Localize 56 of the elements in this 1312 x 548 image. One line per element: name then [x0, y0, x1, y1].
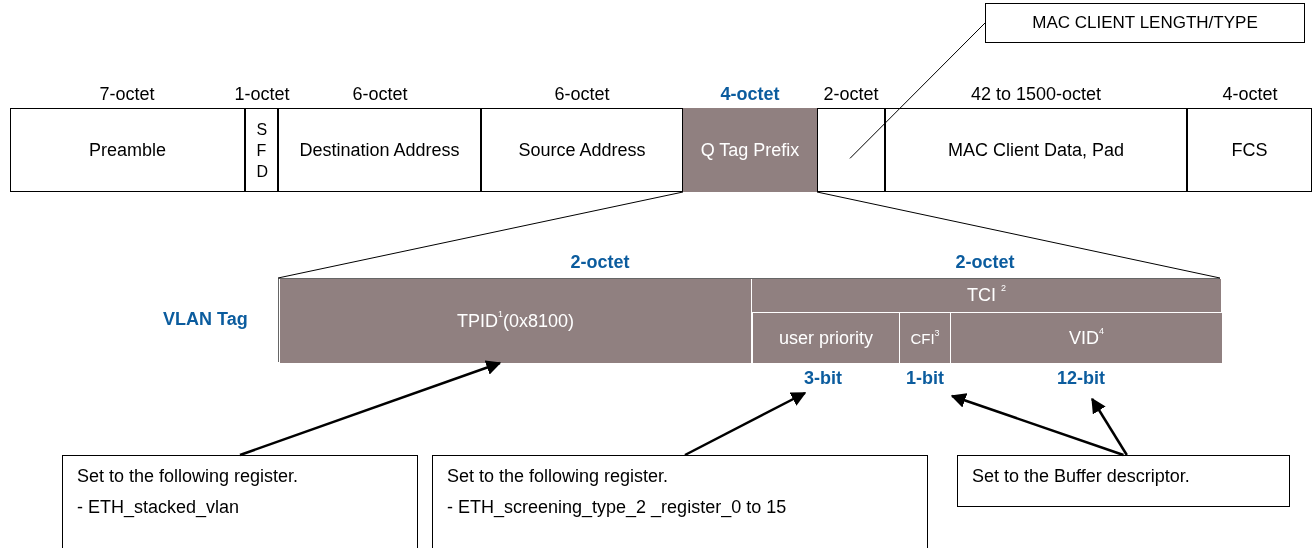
arrow — [1091, 397, 1128, 456]
tag-field — [751, 279, 1221, 363]
callout-box — [985, 3, 1305, 43]
connector-line — [816, 191, 1221, 279]
field-label: Destination Address — [299, 139, 460, 161]
frame-field — [1187, 108, 1312, 192]
tag-field — [899, 312, 950, 363]
note-text: Set to the Buffer descriptor. — [972, 466, 1191, 487]
note-text: Set to the following register. — [447, 466, 670, 487]
size-label: 42 to 1500-octet — [970, 84, 1102, 105]
frame-field — [278, 108, 481, 192]
note-text: - ETH_screening_type_2 _register_0 to 15 — [447, 497, 788, 518]
empty-field — [817, 108, 885, 192]
field-label: user priority — [779, 327, 873, 349]
arrow — [239, 360, 502, 457]
note-text: - ETH_stacked_vlan — [77, 497, 241, 518]
group-heading: VLAN Tag — [163, 309, 248, 330]
size-label: 2-octet — [570, 252, 630, 273]
size-label: 2-octet — [823, 84, 879, 105]
field-label: CFI$^{3}$ — [910, 329, 940, 347]
arrow — [684, 391, 807, 457]
size-label: 12-bit — [1057, 368, 1105, 389]
field-label: MAC CLIENT LENGTH/TYPE — [1032, 13, 1258, 33]
field-label: VID$^{4}$ — [1069, 327, 1104, 349]
field-label: MAC Client Data, Pad — [947, 139, 1125, 161]
size-label: 7-octet — [99, 84, 155, 105]
size-label: 6-octet — [352, 84, 408, 105]
tag-field — [279, 279, 751, 363]
field-label: Source Address — [518, 139, 646, 161]
field-label: Q Tag Prefix — [700, 139, 800, 161]
note-box — [62, 455, 418, 548]
note-box — [432, 455, 928, 548]
tag-field — [683, 108, 817, 192]
size-label: 6-octet — [554, 84, 610, 105]
frame-field — [481, 108, 683, 192]
frame-field — [245, 108, 278, 192]
arrow — [950, 393, 1124, 457]
size-label: 2-octet — [955, 252, 1015, 273]
field-label: FCS — [1231, 139, 1268, 161]
connector-line — [277, 191, 684, 279]
note-box — [957, 455, 1290, 507]
tag-field — [950, 312, 1222, 363]
frame-field — [885, 108, 1187, 192]
leader-line — [849, 22, 986, 159]
field-label: Preamble — [88, 139, 166, 161]
size-label: 4-octet — [720, 84, 780, 105]
tag-field — [752, 312, 899, 363]
size-label: 3-bit — [804, 368, 842, 389]
size-label: 4-octet — [1222, 84, 1278, 105]
field-label: S F D — [256, 119, 267, 182]
size-label: 1-octet — [234, 84, 290, 105]
field-label: TCI $^{2}$ — [966, 285, 1007, 306]
size-label: 1-bit — [906, 368, 944, 389]
note-text: Set to the following register. — [77, 466, 300, 487]
field-label: TPID$^{1}$(0x8100) — [456, 310, 575, 332]
frame-field — [10, 108, 245, 192]
